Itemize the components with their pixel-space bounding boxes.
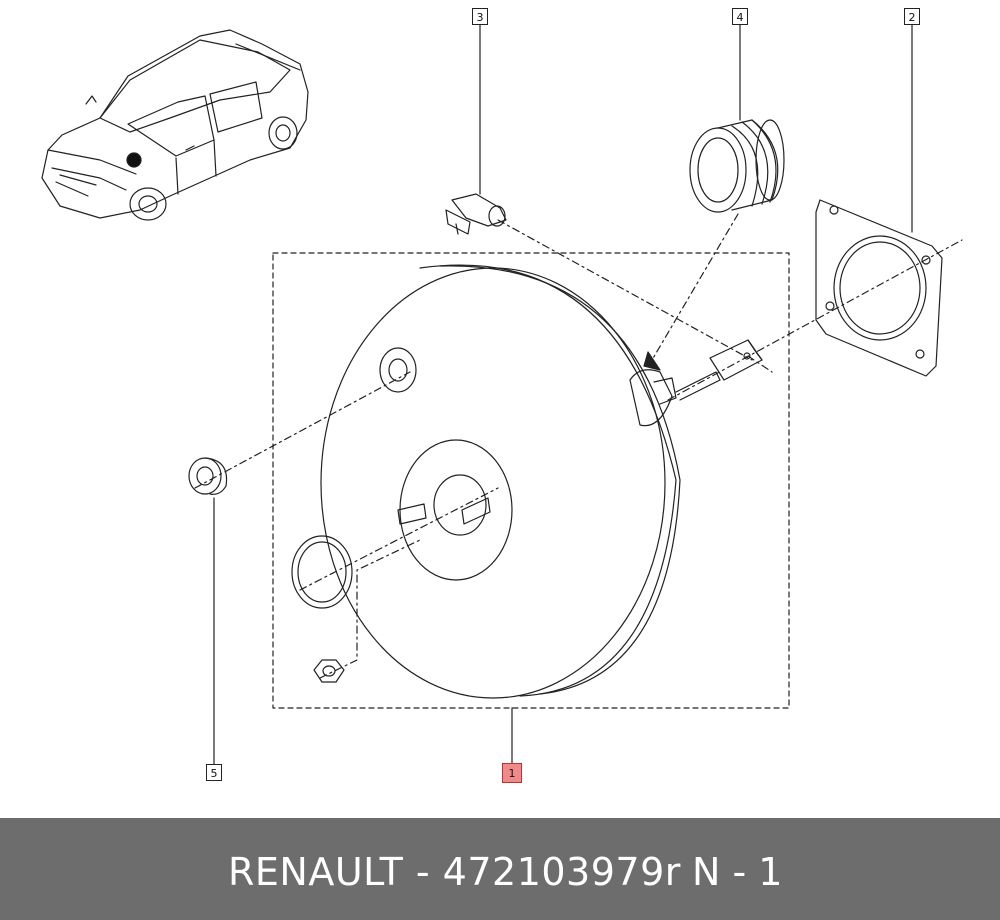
bellows-boot [689, 119, 785, 213]
group-frame [272, 252, 790, 709]
nut [313, 659, 345, 683]
part-quantity-code: N - 1 [692, 850, 783, 894]
parts-diagram: 3 4 2 5 1 [41, 8, 963, 783]
brake-booster [320, 264, 763, 699]
callout-1-highlighted: 1 [502, 763, 522, 783]
callout-3: 3 [472, 8, 488, 25]
gasket-plate [815, 199, 943, 377]
booster-location-marker [126, 152, 142, 168]
connector-part [445, 193, 507, 235]
callout-4: 4 [732, 8, 748, 25]
part-title: RENAULT - 472103979r [228, 850, 681, 894]
seal-ring [291, 535, 353, 609]
exploded-view [41, 24, 963, 765]
car-illustration [41, 29, 309, 221]
callout-5: 5 [206, 764, 222, 781]
callout-2: 2 [904, 8, 920, 25]
footer-bar: RENAULT - 472103979r N - 1 [0, 818, 1000, 920]
grommet [188, 457, 228, 495]
